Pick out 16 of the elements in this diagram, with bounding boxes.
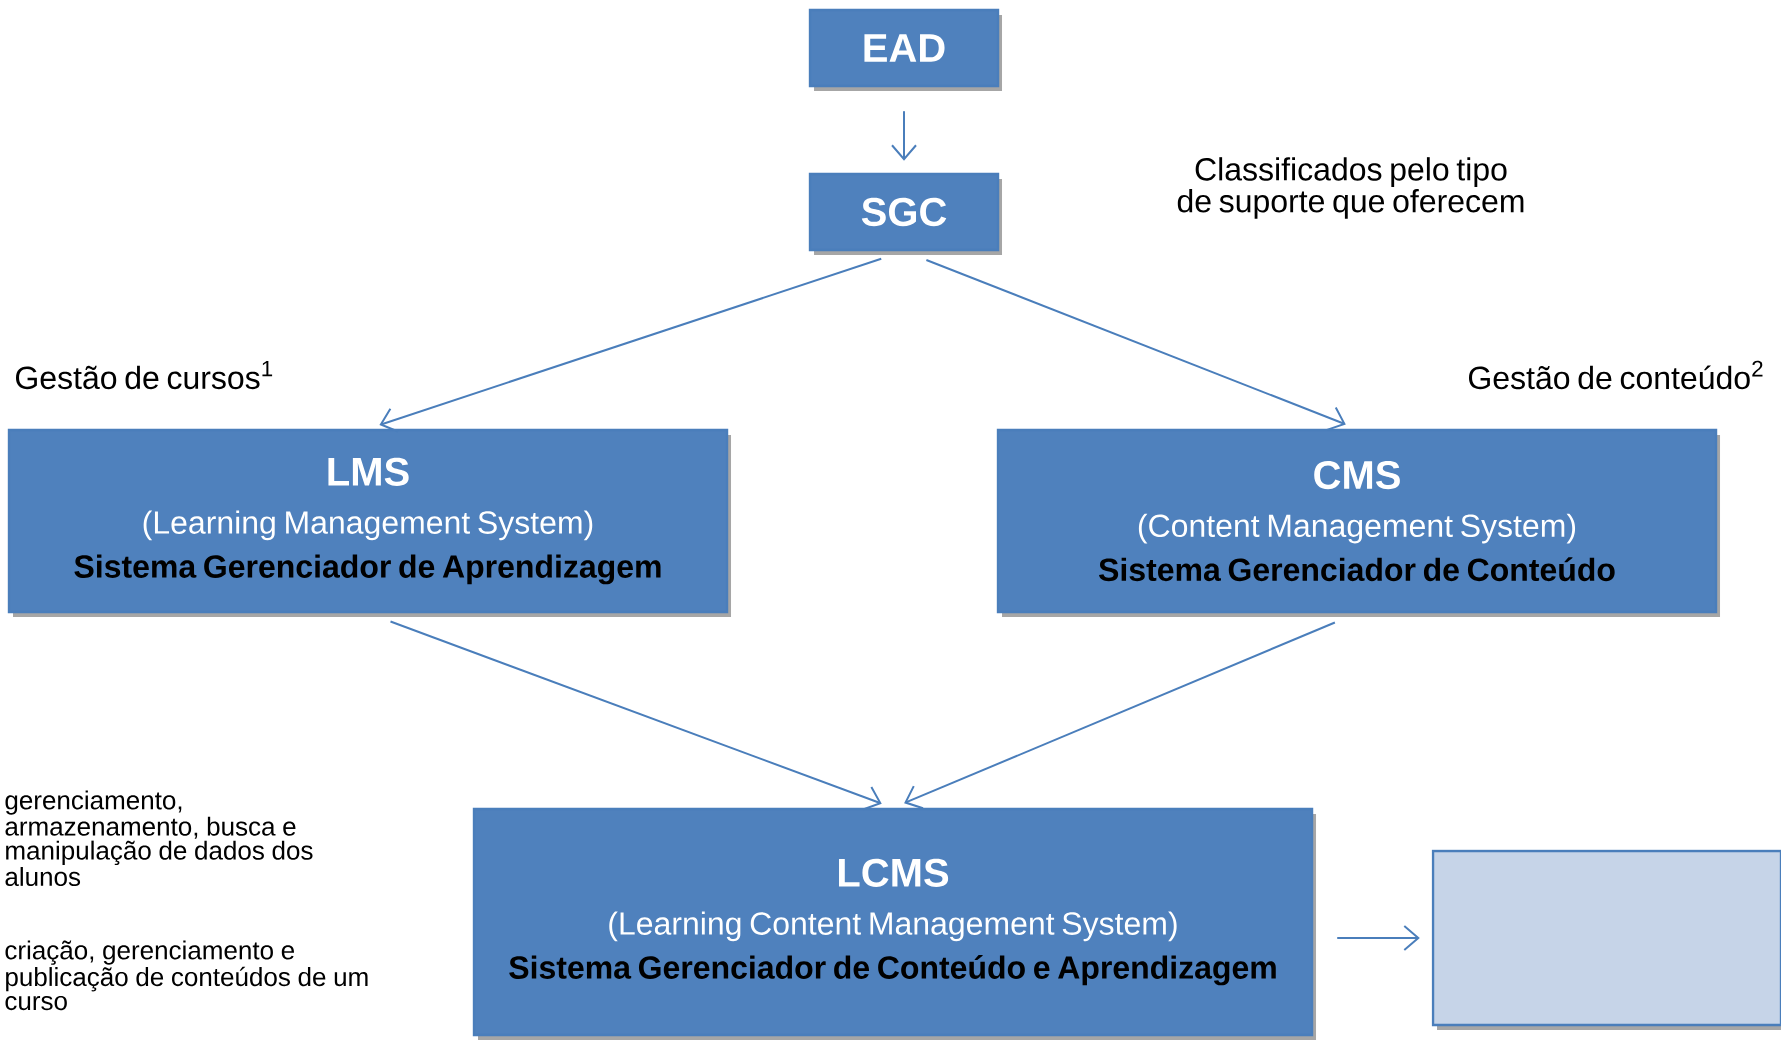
arrow: [1336, 925, 1420, 951]
annotation-text: Gestão de conteúdo$^{2}$: [1469, 360, 1763, 390]
annotation-text: Classificados pelo tipo de suporte que oferecem: [1177, 157, 1524, 219]
arrow: [925, 258, 1346, 431]
arrow: [389, 620, 882, 811]
arrow: [904, 621, 1336, 810]
annotation-text: Gestão de cursos$^{1}$: [16, 360, 273, 390]
arrow: [891, 110, 917, 161]
note-text: criação, gerenciamento e publicação de conteúdos de um curso: [5, 940, 368, 1011]
process-box: LCMS (Learning Content Management System) Sistema Gerenciador de Conteúdo e Aprendizagem: [472, 807, 1316, 1040]
process-box: CMS (Content Management System) Sistema Gerenciador de Conteúdo: [996, 428, 1721, 617]
process-box: SGC: [808, 172, 1002, 255]
empty-box: [1431, 849, 1781, 1030]
process-box: LMS (Learning Management System) Sistema Gerenciador de Aprendizagem: [7, 428, 731, 617]
process-box: EAD: [808, 8, 1002, 91]
note-text: gerenciamento, armazenamento, busca e manipulação de dados dos alunos: [5, 790, 313, 887]
